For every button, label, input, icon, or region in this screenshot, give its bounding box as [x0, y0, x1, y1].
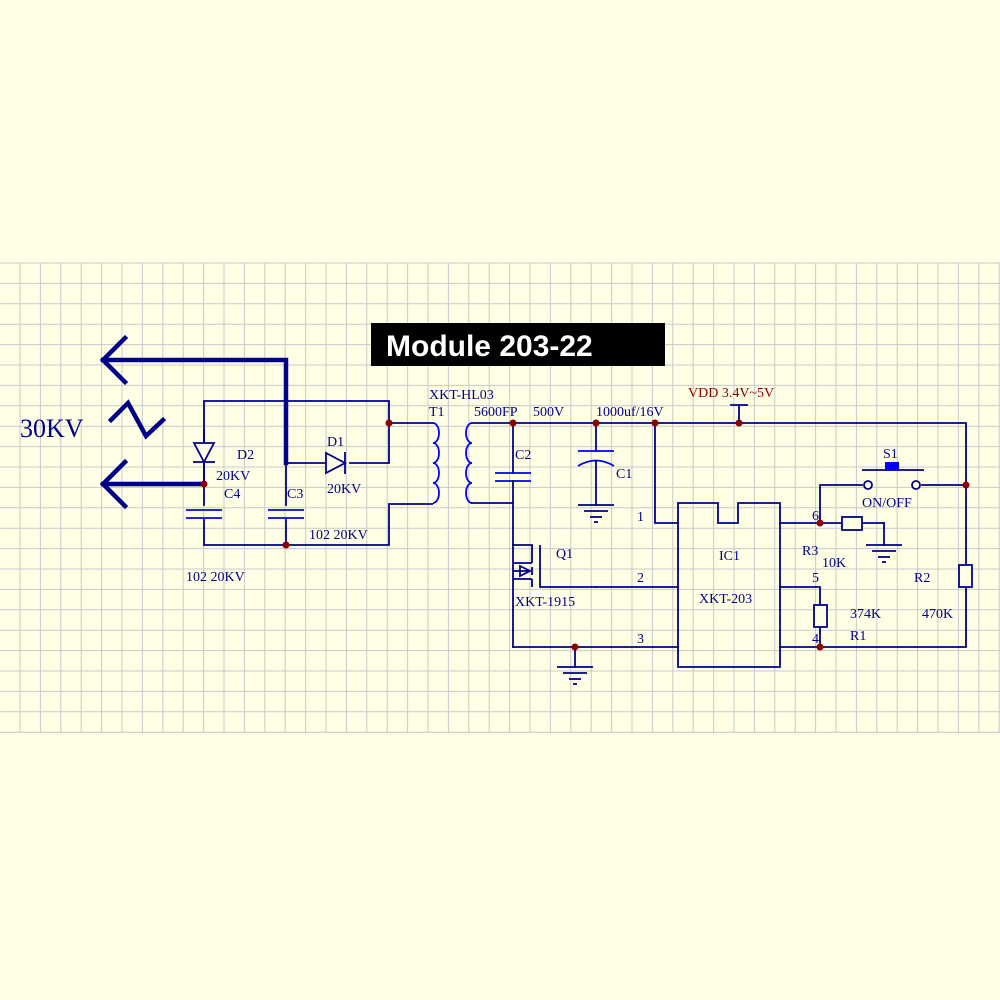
diode-d2 [192, 430, 216, 484]
capacitor-c1 [577, 422, 615, 506]
top-electrode-wire [100, 357, 289, 466]
d1-rating-label: 20KV [327, 482, 361, 497]
c4-value-label: 102 20KV [186, 570, 245, 585]
resistor-r1 [813, 604, 828, 628]
capacitor-c4 [186, 509, 222, 519]
r2-value-label: 470K [922, 607, 953, 622]
ic-model-label: XKT-203 [699, 592, 752, 607]
ic1-label: IC1 [719, 549, 740, 564]
resistor-r2 [958, 564, 973, 588]
pin4-label: 4 [812, 632, 819, 647]
component-labels: 30KV D2 20KV C4 102 20KV C3 102 20KV D1 … [20, 386, 953, 647]
t1-label: T1 [429, 405, 445, 420]
capacitor-c2 [495, 422, 531, 504]
d2-label: D2 [237, 448, 254, 463]
capacitor-c3 [268, 509, 304, 519]
transformer-model-label: XKT-HL03 [429, 388, 494, 403]
right-section-wiring [779, 484, 967, 648]
hv-output-electrodes [99, 334, 289, 510]
c1-value-label: 1000uf/16V [596, 405, 664, 420]
q1-model-label: XKT-1915 [515, 595, 575, 610]
module-title: Module 203-22 [371, 323, 665, 366]
junction-dots [200, 419, 970, 651]
resistor-r3 [841, 516, 863, 531]
r3-label: R3 [802, 544, 818, 559]
d1-label: D1 [327, 435, 344, 450]
ground-c1 [578, 504, 614, 523]
title-background [371, 323, 665, 366]
s1-label: S1 [883, 447, 898, 462]
ic1-chip [512, 422, 781, 668]
diode-d1 [325, 451, 347, 475]
c1-label: C1 [616, 467, 632, 482]
ground-r3 [866, 544, 902, 563]
d2-rating-label: 20KV [216, 469, 250, 484]
pin1-label: 1 [637, 510, 644, 525]
r1-label: R1 [850, 629, 866, 644]
pin6-label: 6 [812, 509, 819, 524]
c3-value-label: 102 20KV [309, 528, 368, 543]
pin2-label: 2 [637, 571, 644, 586]
q1-label: Q1 [556, 547, 573, 562]
mosfet-q1 [512, 544, 597, 648]
pin5-label: 5 [812, 571, 819, 586]
c2-voltage-label: 500V [533, 405, 564, 420]
title-text: Module 203-22 [386, 330, 593, 363]
c2-label: C2 [515, 448, 531, 463]
c2-value-label: 5600FP [474, 405, 518, 420]
spark-gap-zigzag [107, 399, 167, 440]
ground-q1 [557, 646, 593, 685]
pin3-label: 3 [637, 632, 644, 647]
r3-value-label: 10K [822, 556, 846, 571]
c4-label: C4 [224, 487, 240, 502]
switch-label: ON/OFF [862, 496, 912, 511]
output-voltage-label: 30KV [20, 414, 84, 443]
switch-s1 [862, 462, 924, 490]
r1-value-label: 374K [850, 607, 881, 622]
vdd-label: VDD 3.4V~5V [688, 386, 774, 401]
c3-label: C3 [287, 487, 303, 502]
r2-label: R2 [914, 571, 930, 586]
